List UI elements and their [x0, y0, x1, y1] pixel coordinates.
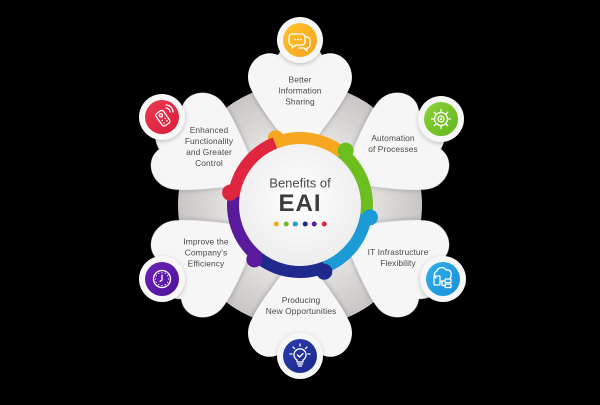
dot-purple [311, 221, 317, 227]
badge-it-infrastructure-flexibility [420, 256, 466, 302]
remote-control-icon [155, 104, 174, 127]
petal-it-infrastructure-flexibility [338, 220, 450, 318]
center-ring [222, 130, 378, 280]
dot-orange [273, 221, 279, 227]
clock-icon [152, 269, 172, 289]
badge-better-information-sharing [277, 17, 323, 63]
dot-blue [292, 221, 298, 227]
dot-green [283, 221, 289, 227]
petal-producing-new-opportunities [248, 250, 352, 369]
petal-better-information-sharing [248, 41, 352, 160]
center-title: Benefits of [269, 175, 331, 191]
ring-segment [227, 194, 263, 263]
icon-badges [139, 17, 466, 379]
lightbulb-check-icon [289, 343, 311, 367]
ring-segment [227, 137, 278, 197]
color-dots [273, 221, 327, 227]
dot-red [321, 221, 327, 227]
ring-segment [272, 132, 345, 157]
cloud-network-icon [433, 266, 452, 289]
ring-segment [322, 213, 373, 273]
badge-producing-new-opportunities [277, 333, 323, 379]
dot-navy [302, 221, 308, 227]
chat-bubbles-icon [288, 33, 311, 52]
badge-enhanced-functionality [139, 94, 185, 140]
ring-segment [255, 253, 328, 278]
badge-improve-company-efficiency [139, 256, 185, 302]
gear-icon [430, 108, 452, 130]
badge-automation-of-processes [418, 96, 464, 142]
center-heading: EAI [278, 190, 322, 217]
ring-segment [337, 147, 374, 216]
